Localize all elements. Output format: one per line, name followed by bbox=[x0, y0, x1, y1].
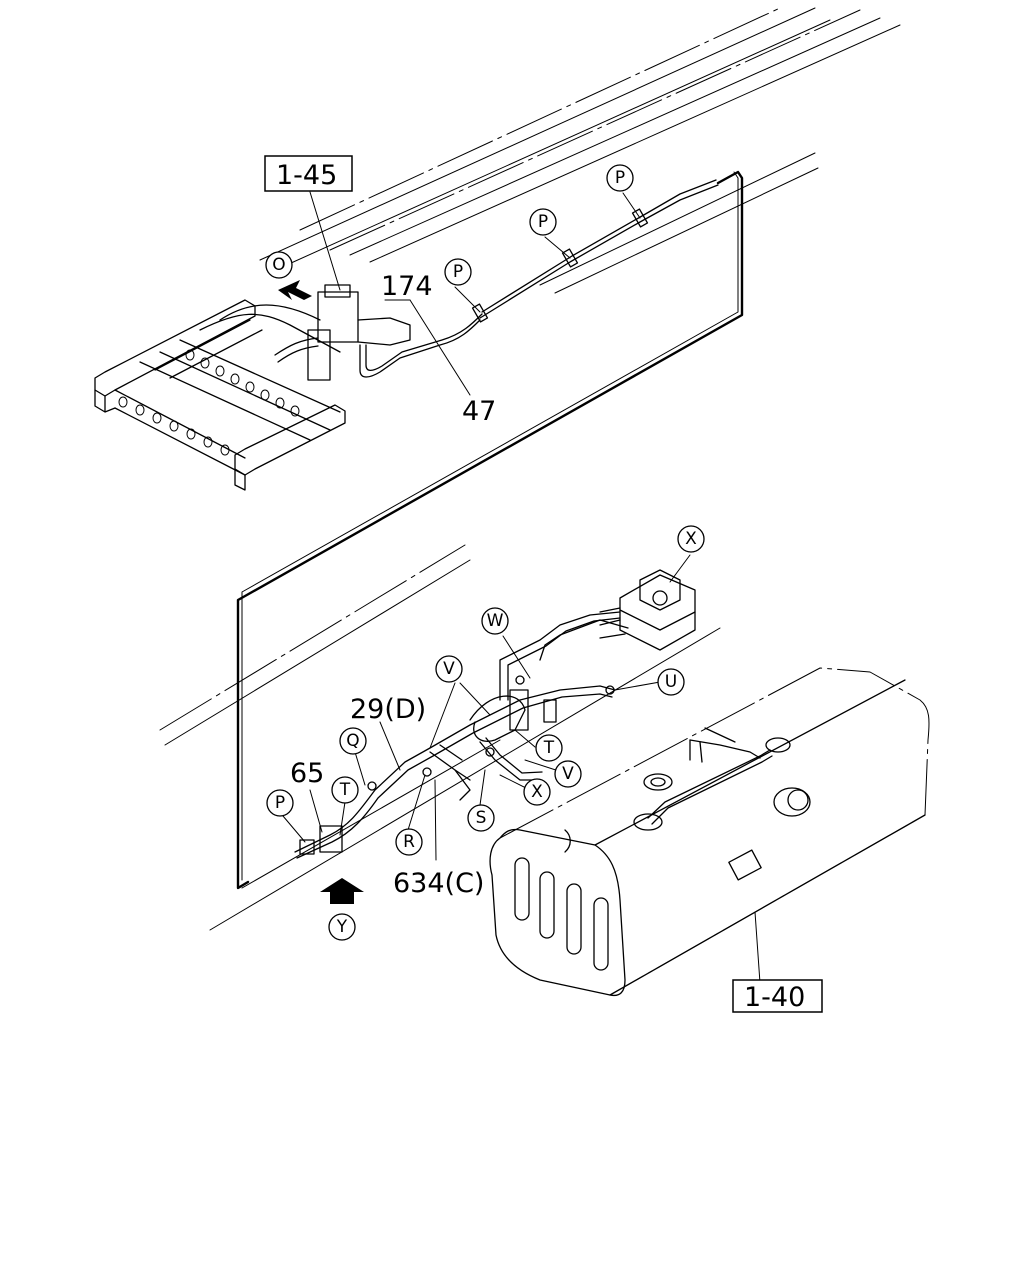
marker-p-4: P bbox=[266, 789, 294, 817]
ref-box-1-45: 1-45 bbox=[264, 155, 353, 192]
marker-r: R bbox=[395, 828, 423, 856]
marker-q: Q bbox=[339, 727, 367, 755]
marker-w: W bbox=[481, 607, 509, 635]
marker-p-2: P bbox=[529, 208, 557, 236]
ref-box-1-40: 1-40 bbox=[732, 979, 823, 1013]
fuel-tank bbox=[489, 667, 930, 997]
marker-v-2: V bbox=[554, 760, 582, 788]
upper-frame-rails bbox=[94, 7, 901, 491]
part-number-174: 174 bbox=[381, 271, 433, 302]
marker-p-3: P bbox=[606, 164, 634, 192]
svg-text:O: O bbox=[272, 255, 285, 275]
svg-text:V: V bbox=[443, 659, 455, 679]
svg-text:P: P bbox=[453, 262, 463, 282]
marker-o: O bbox=[265, 251, 293, 279]
marker-p-1: P bbox=[444, 258, 472, 286]
marker-x-1: X bbox=[677, 525, 705, 553]
part-number-29: 29(D) bbox=[350, 694, 426, 725]
marker-s: S bbox=[467, 804, 495, 832]
lower-mount-bracket bbox=[599, 569, 696, 651]
ref-label-1-40: 1-40 bbox=[744, 982, 805, 1013]
marker-y: Y bbox=[328, 913, 356, 941]
svg-text:T: T bbox=[339, 780, 351, 800]
svg-text:P: P bbox=[615, 168, 625, 188]
svg-text:X: X bbox=[685, 529, 697, 549]
marker-t-1: T bbox=[535, 734, 563, 762]
ref-label-1-45: 1-45 bbox=[276, 160, 337, 191]
upper-valve-assembly bbox=[274, 284, 483, 381]
svg-text:T: T bbox=[543, 738, 555, 758]
svg-text:S: S bbox=[476, 808, 487, 828]
svg-text:Q: Q bbox=[346, 731, 359, 751]
svg-text:P: P bbox=[538, 212, 548, 232]
marker-v-1: V bbox=[435, 655, 463, 683]
part-number-47: 47 bbox=[462, 396, 496, 427]
lower-frame-rails bbox=[159, 544, 721, 931]
svg-text:W: W bbox=[487, 611, 504, 631]
leader-lines bbox=[282, 191, 761, 984]
part-number-634: 634(C) bbox=[393, 868, 484, 899]
marker-t-2: T bbox=[331, 776, 359, 804]
part-number-65: 65 bbox=[290, 758, 324, 789]
svg-text:X: X bbox=[531, 782, 543, 802]
svg-text:Y: Y bbox=[336, 917, 348, 937]
view-arrow-y bbox=[320, 878, 364, 904]
view-arrow-o bbox=[278, 280, 312, 300]
svg-text:R: R bbox=[403, 832, 415, 852]
marker-u: U bbox=[657, 668, 685, 696]
svg-text:V: V bbox=[562, 764, 574, 784]
svg-text:P: P bbox=[275, 793, 285, 813]
lower-fuel-pipes bbox=[294, 611, 629, 859]
connecting-frame-outline bbox=[236, 170, 744, 890]
marker-x-2: X bbox=[523, 778, 551, 806]
svg-text:U: U bbox=[665, 672, 677, 692]
upper-fuel-pipe bbox=[471, 179, 719, 323]
